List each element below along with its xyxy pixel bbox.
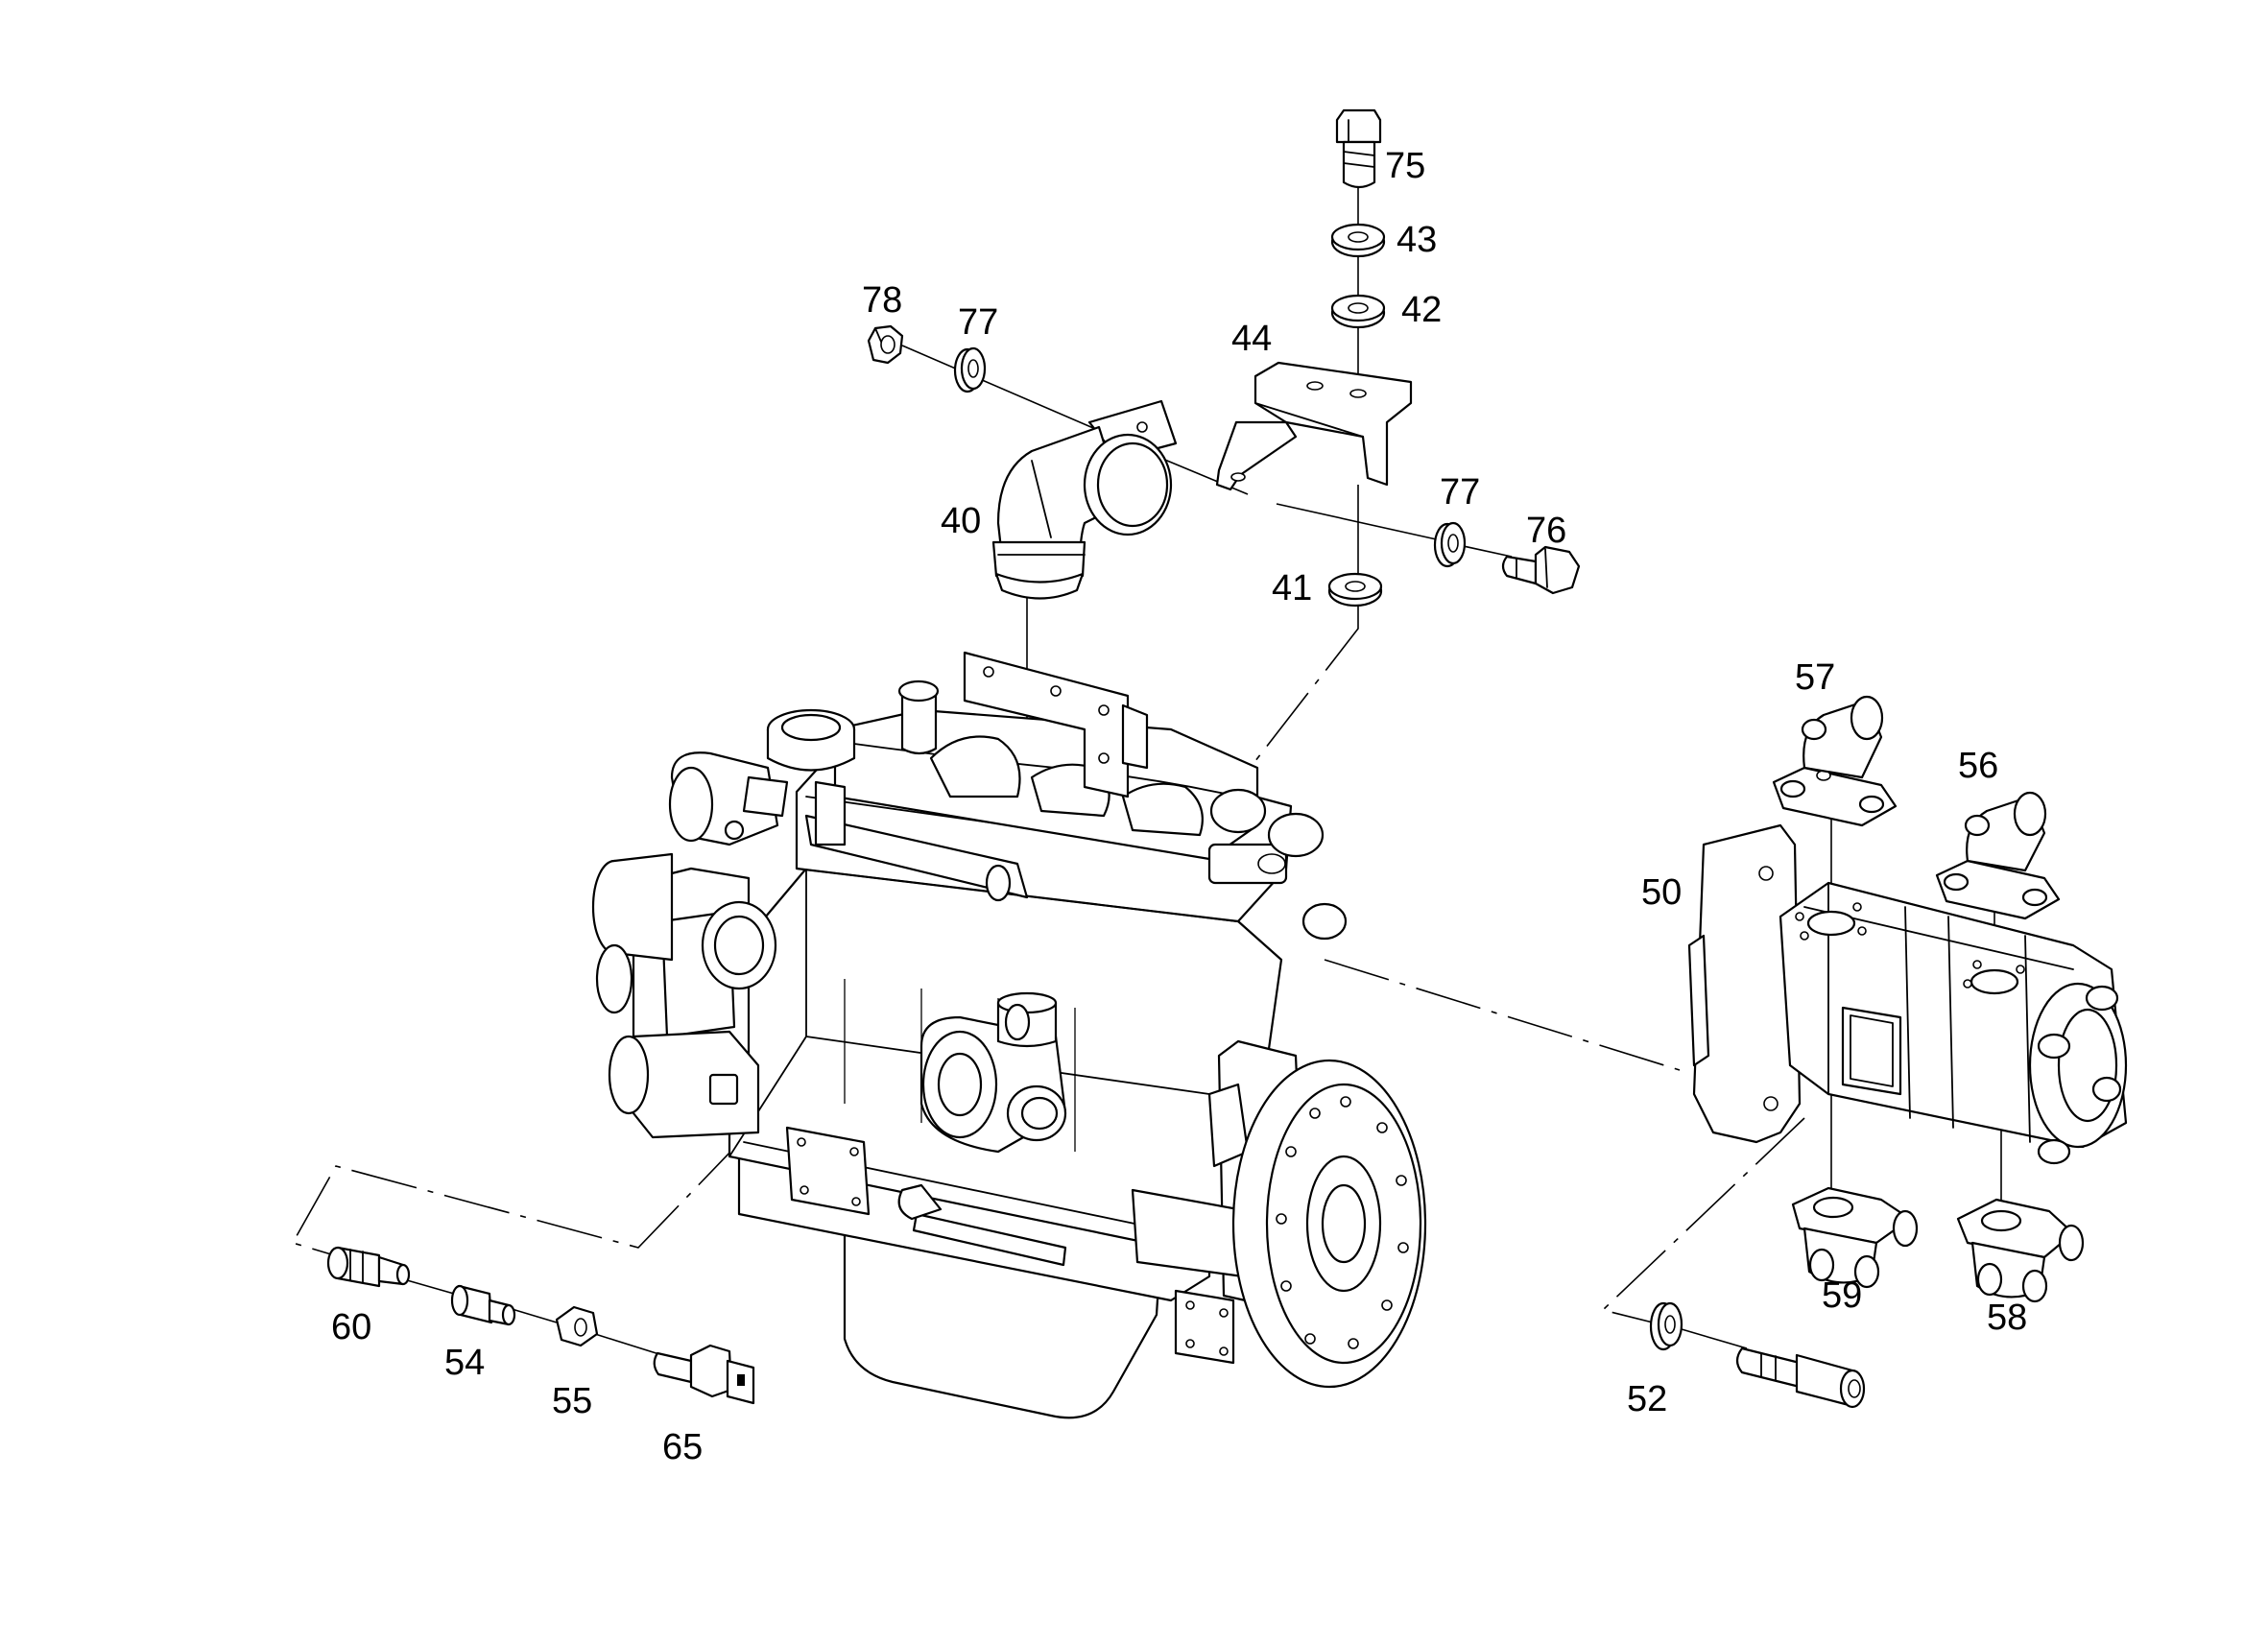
washer-77-right	[1433, 521, 1467, 568]
callout-77-left: 77	[958, 302, 998, 343]
washer-77-left	[953, 346, 987, 393]
callout-43: 43	[1397, 220, 1437, 260]
callout-58: 58	[1987, 1298, 2027, 1338]
callout-76: 76	[1526, 511, 1566, 551]
washer-52	[1649, 1301, 1683, 1351]
callout-65: 65	[662, 1427, 703, 1467]
callout-57: 57	[1795, 657, 1835, 698]
callout-55: 55	[552, 1381, 592, 1421]
callout-78: 78	[862, 280, 902, 321]
callout-60: 60	[331, 1307, 371, 1347]
callout-75: 75	[1385, 146, 1425, 186]
bracket-44	[1215, 361, 1413, 491]
callout-52: 52	[1627, 1379, 1667, 1419]
adapter-54	[450, 1284, 516, 1326]
washer-42	[1330, 294, 1386, 329]
elbow-flange-58	[1956, 1198, 2085, 1303]
engine-block	[591, 651, 1427, 1419]
washer-43	[1330, 223, 1386, 258]
callout-50: 50	[1641, 872, 1682, 913]
elbow-flange-56	[1935, 791, 2061, 920]
hydraulic-pump-50	[1687, 823, 2128, 1165]
callout-42: 42	[1401, 290, 1442, 330]
sensor-65	[653, 1344, 755, 1405]
washer-41	[1327, 572, 1383, 608]
callout-77-right: 77	[1440, 472, 1480, 512]
nut-55	[555, 1305, 599, 1347]
callout-44: 44	[1231, 319, 1272, 359]
assembly-lines	[291, 182, 2002, 1356]
callout-54: 54	[444, 1343, 485, 1383]
callout-56: 56	[1958, 746, 1998, 786]
callout-labels: 75 43 42 44 78 77 77 76 40 41 57 56 50 5…	[331, 146, 2027, 1467]
elbow-pipe-40	[991, 399, 1178, 600]
callout-59: 59	[1822, 1275, 1862, 1316]
callout-41: 41	[1272, 568, 1312, 608]
adapter-60	[326, 1246, 411, 1288]
bolt-75	[1335, 108, 1382, 189]
callout-40: 40	[941, 501, 981, 541]
bolt-76	[1501, 545, 1581, 595]
nut-78	[867, 324, 904, 365]
elbow-flange-57	[1772, 695, 1898, 827]
cap-screw-52	[1735, 1346, 1866, 1409]
elbow-flange-59	[1791, 1186, 1919, 1289]
